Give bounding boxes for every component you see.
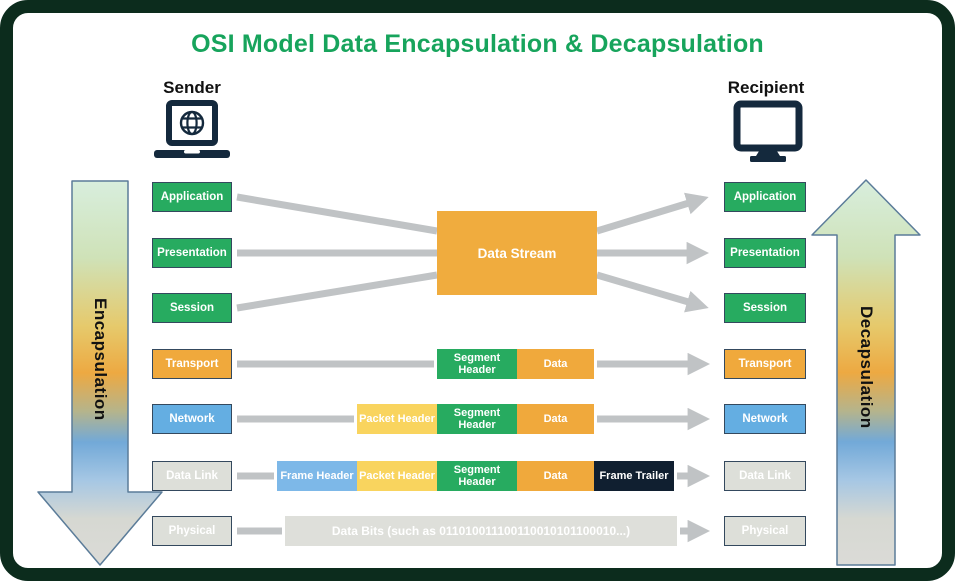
- line-application-to-stream: [236, 193, 438, 235]
- recipient-label: Recipient: [727, 78, 805, 97]
- sender-label: Sender: [163, 78, 221, 97]
- pdu-datalink-frame-header: Frame Header: [277, 461, 357, 491]
- pdu-network-packet-header: Packet Header: [357, 404, 437, 434]
- recipient-layer-datalink: Data Link: [724, 461, 806, 491]
- pdu-datalink-packet-header: Packet Header: [357, 461, 437, 491]
- recipient-layer-application: Application: [724, 182, 806, 212]
- sender-layer-application: Application: [152, 182, 232, 212]
- recipient-layer-network: Network: [724, 404, 806, 434]
- sender-layer-datalink: Data Link: [152, 461, 232, 491]
- pdu-datalink-data: Data: [517, 461, 594, 491]
- sender-layer-transport: Transport: [152, 349, 232, 379]
- data-stream-box: Data Stream: [437, 211, 597, 295]
- recipient-layer-physical: Physical: [724, 516, 806, 546]
- arrow-stream-to-session: [596, 271, 709, 313]
- monitor-icon: [733, 100, 803, 162]
- sender-layer-session: Session: [152, 293, 232, 323]
- decapsulation-arrow-shape: [811, 179, 921, 566]
- pdu-network-data: Data: [517, 404, 594, 434]
- sender-layer-physical: Physical: [152, 516, 232, 546]
- arrow-stream-to-application: [595, 192, 709, 235]
- encapsulation-label: Encapsulation: [91, 297, 110, 421]
- sender-layer-presentation: Presentation: [152, 238, 232, 268]
- laptop-icon: [154, 100, 230, 158]
- pdu-datalink-segment-header: Segment Header: [437, 461, 517, 491]
- recipient-layer-presentation: Presentation: [724, 238, 806, 268]
- line-session-to-stream: [236, 271, 438, 312]
- sender-layer-network: Network: [152, 404, 232, 434]
- pdu-datalink-frame-trailer: Frame Trailer: [594, 461, 674, 491]
- encapsulation-arrow-shape: [37, 180, 163, 566]
- decapsulation-label: Decapsulation: [857, 306, 876, 429]
- recipient-layer-session: Session: [724, 293, 806, 323]
- pdu-transport-segment-header: Segment Header: [437, 349, 517, 379]
- page-title: OSI Model Data Encapsulation & Decapsula…: [191, 30, 764, 58]
- pdu-network-segment-header: Segment Header: [437, 404, 517, 434]
- recipient-layer-transport: Transport: [724, 349, 806, 379]
- pdu-transport-data: Data: [517, 349, 594, 379]
- pdu-physical-data-bits: Data Bits (such as 011010011100110010101…: [285, 516, 677, 546]
